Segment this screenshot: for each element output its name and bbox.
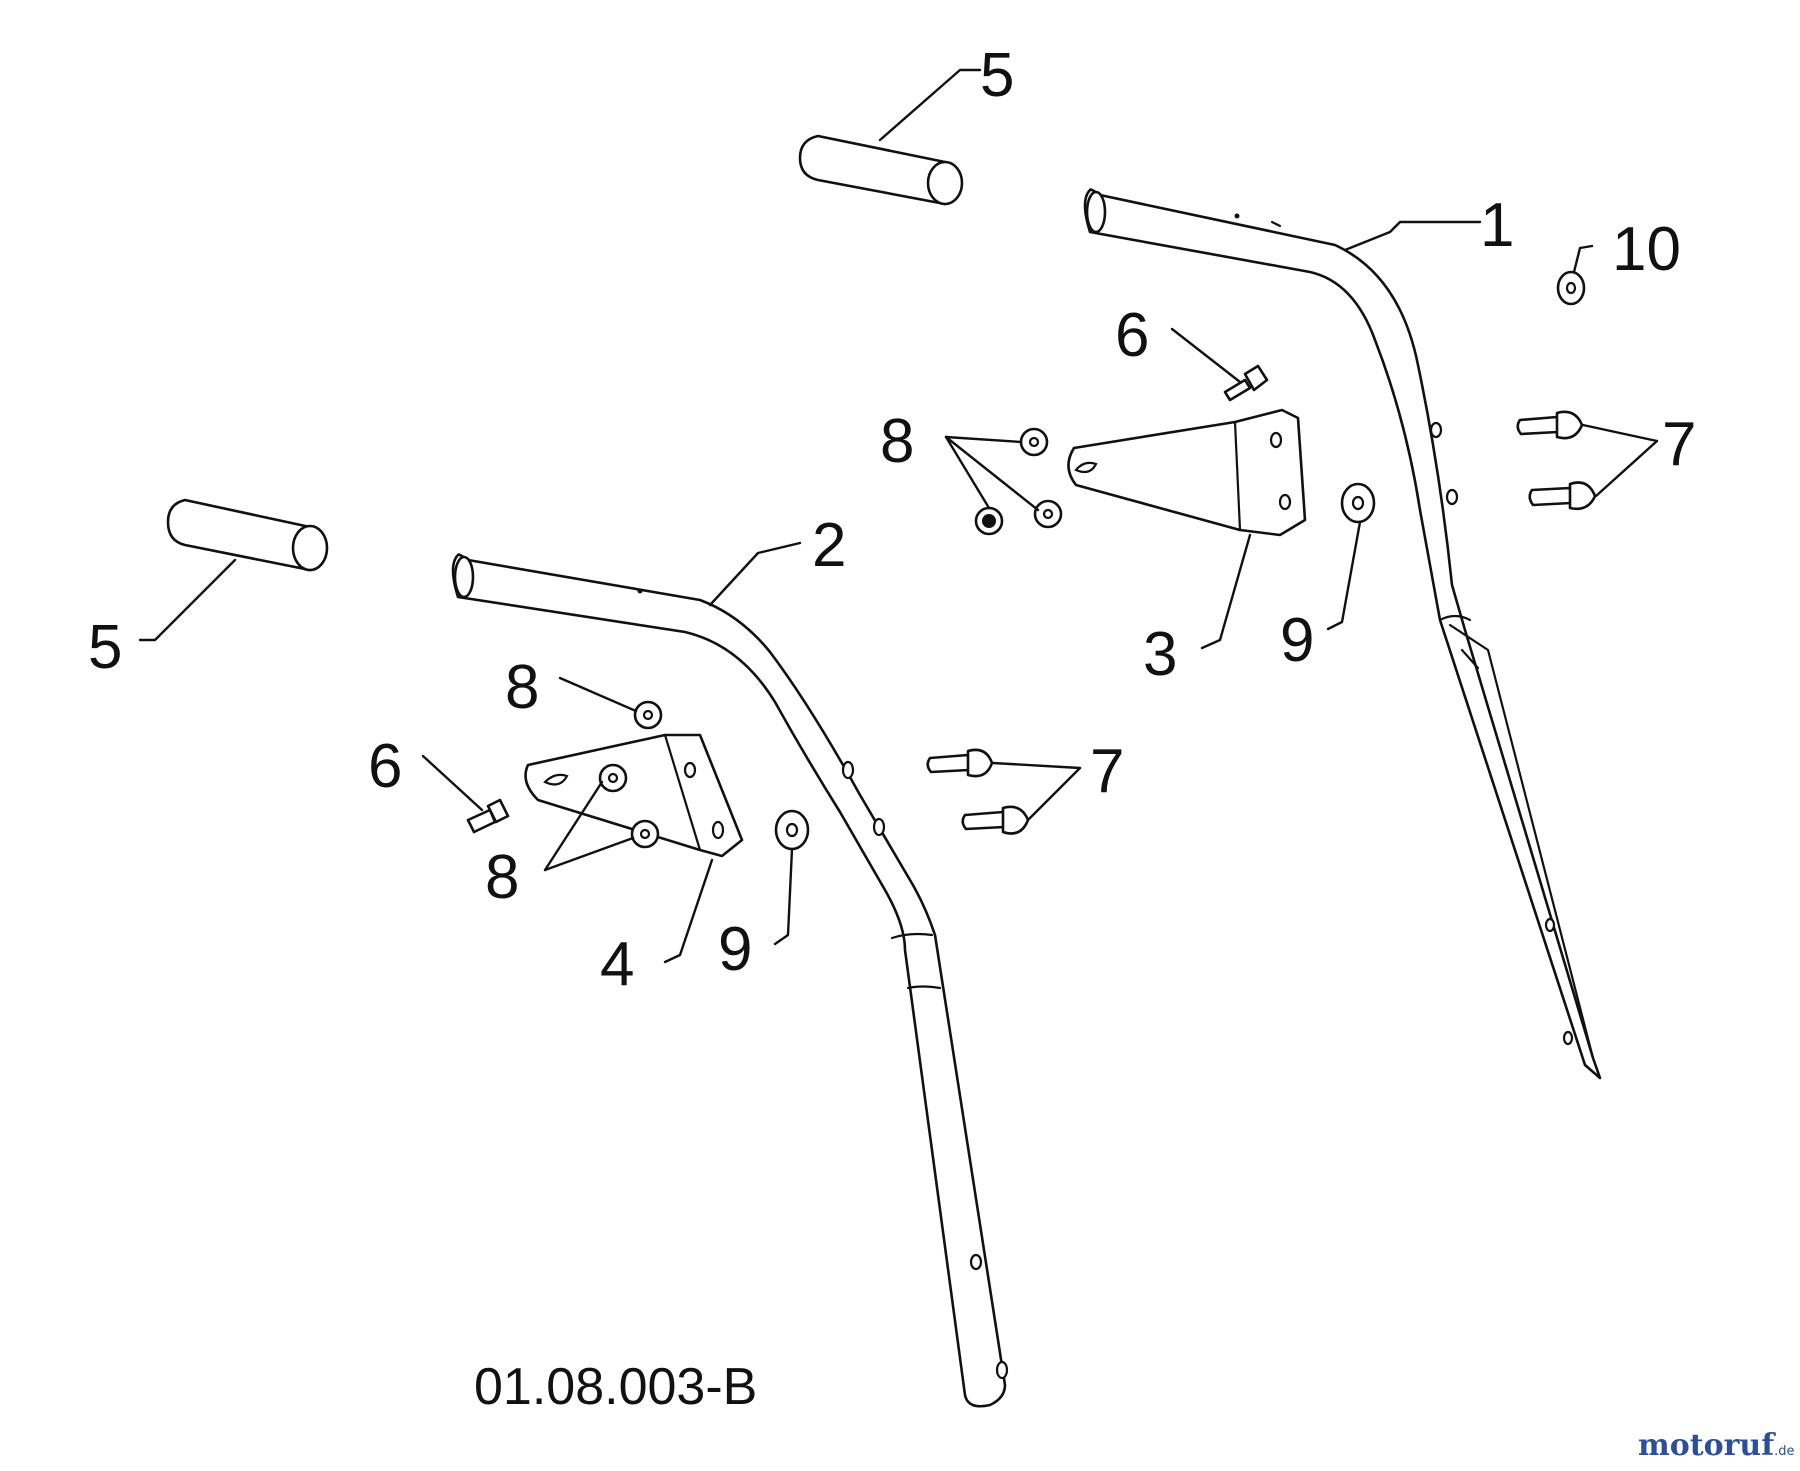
callout-8-lower-top: 8 — [505, 653, 539, 722]
bracket-lower — [524, 733, 744, 858]
callout-6-lower: 6 — [368, 732, 402, 801]
brand-name: motoruf — [1638, 1428, 1776, 1463]
carriage-bolt-upper-2 — [1528, 481, 1597, 511]
nut-lower-3 — [630, 819, 660, 849]
callout-9-top: 9 — [1280, 606, 1314, 675]
nut-lower-2 — [598, 763, 628, 793]
nut-upper-3 — [974, 506, 1004, 536]
washer-small — [1556, 270, 1586, 306]
nut-upper-1 — [1019, 427, 1049, 457]
callout-7-top: 7 — [1662, 410, 1696, 479]
callout-5-left: 5 — [88, 613, 122, 682]
leader-lines — [138, 68, 1659, 964]
nut-lower-1 — [633, 700, 663, 730]
callout-1: 1 — [1480, 191, 1514, 260]
bolt-upper — [1223, 364, 1269, 402]
carriage-bolt-lower-2 — [961, 805, 1030, 835]
bracket-upper — [1067, 408, 1307, 537]
callout-6-top: 6 — [1115, 301, 1149, 370]
watermark-logo: motoruf.de — [1638, 1428, 1795, 1463]
callout-5-top: 5 — [980, 41, 1014, 110]
washer-lower — [774, 809, 810, 851]
callout-10: 10 — [1612, 215, 1681, 284]
figure-code: 01.08.003-B — [474, 1358, 757, 1416]
upper-handle-right — [1083, 188, 1602, 1080]
svg-text:motoruf.de: motoruf.de — [1638, 1428, 1795, 1463]
callout-4: 4 — [600, 930, 634, 999]
callout-9-lower: 9 — [718, 915, 752, 984]
brand-suffix: .de — [1774, 1444, 1794, 1459]
callout-7-lower: 7 — [1090, 737, 1124, 806]
nut-upper-2 — [1033, 499, 1063, 529]
grip-lower — [166, 498, 329, 572]
bolt-lower — [466, 798, 510, 834]
callout-3: 3 — [1143, 620, 1177, 689]
callout-8-top: 8 — [880, 407, 914, 476]
grip-upper — [798, 134, 964, 206]
carriage-bolt-lower-1 — [926, 748, 994, 778]
callout-2: 2 — [812, 511, 846, 580]
upper-handle-left — [451, 553, 1009, 1408]
callout-8-lower: 8 — [485, 843, 519, 912]
carriage-bolt-upper-1 — [1516, 410, 1584, 440]
washer-upper — [1340, 482, 1376, 524]
